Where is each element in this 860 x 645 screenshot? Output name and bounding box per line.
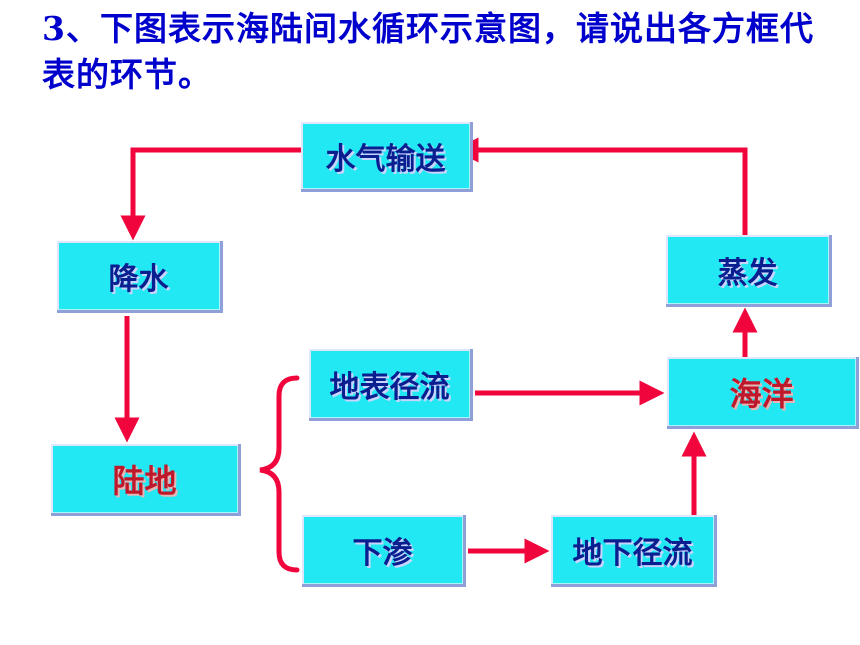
box-evaporation: 蒸发: [666, 235, 832, 307]
arrow-transport-to-precipitation: [120, 147, 303, 241]
box-groundwater-runoff: 地下径流: [551, 515, 717, 587]
label-infiltration: 下渗: [352, 535, 413, 571]
label-precipitation: 降水: [108, 261, 169, 297]
box-surface-runoff: 地表径流: [309, 349, 473, 421]
question-text: 、下图表示海陆间水循环示意图，请说出各方框代表的环节。: [42, 9, 814, 94]
label-surface-runoff: 地表径流: [329, 369, 450, 405]
box-infiltration: 下渗: [302, 515, 466, 587]
box-land: 陆地: [51, 444, 241, 516]
box-ocean: 海洋: [667, 357, 859, 429]
label-evaporation: 蒸发: [717, 255, 778, 291]
arrow-evaporation-to-transport: [453, 137, 748, 235]
question-number: 3: [42, 9, 66, 48]
label-ocean: 海洋: [729, 374, 794, 413]
label-groundwater-runoff: 地下径流: [572, 535, 693, 571]
brace: [259, 375, 300, 573]
box-precipitation: 降水: [57, 241, 223, 313]
label-water-vapor-transport: 水气输送: [325, 141, 446, 177]
question-title: 3、下图表示海陆间水循环示意图，请说出各方框代表的环节。: [42, 6, 842, 98]
label-land: 陆地: [112, 461, 177, 500]
box-water-vapor-transport: 水气输送: [301, 122, 473, 192]
